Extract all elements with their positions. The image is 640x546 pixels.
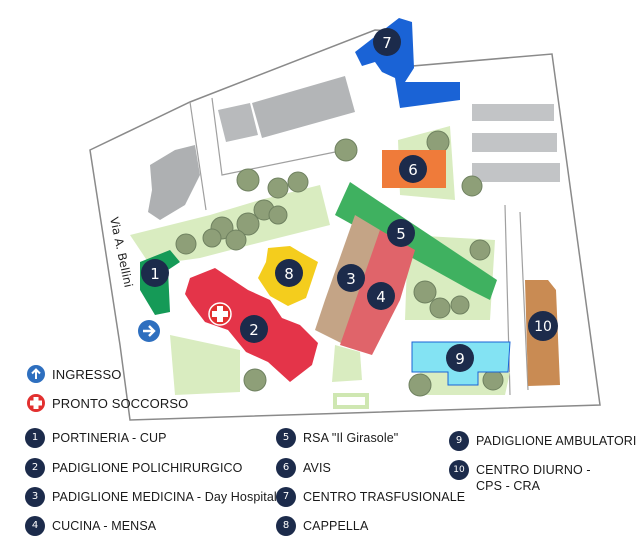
marker-1-number: 1 [150, 265, 160, 283]
legend-label-8: CAPPELLA [303, 519, 369, 533]
parking-row [472, 104, 554, 121]
trees [175, 130, 504, 397]
marker-2 [240, 315, 268, 343]
legend-label-2: PADIGLIONE POLICHIRURGICO [52, 461, 243, 475]
key-entrance-label: INGRESSO [52, 367, 122, 382]
marker-9 [446, 344, 474, 372]
key-emergency-label: PRONTO SOCCORSO [52, 396, 189, 411]
emergency-marker-on-map [208, 302, 232, 326]
entrance-marker-on-map[interactable] [138, 320, 160, 342]
marker-5 [387, 219, 415, 247]
legend-number-2: 2 [25, 458, 45, 478]
legend-number-4: 4 [25, 516, 45, 536]
legend-label-6: AVIS [303, 461, 331, 475]
marker-6-number: 6 [408, 161, 418, 179]
marker-3 [337, 264, 365, 292]
legend-label-10-line2: CPS - CRA [476, 479, 541, 493]
neighbouring-building [218, 103, 258, 142]
lawn-area [333, 393, 369, 409]
legend-number-3: 3 [25, 487, 45, 507]
marker-6 [399, 155, 427, 183]
legend-label-9: PADIGLIONE AMBULATORI [476, 434, 637, 448]
marker-5-number: 5 [396, 225, 406, 243]
arrow-up-icon [27, 365, 45, 383]
legend-number-10: 10 [449, 460, 469, 480]
legend-label-1: PORTINERIA - CUP [52, 431, 167, 445]
legend-number-9: 9 [449, 431, 469, 451]
marker-10 [528, 311, 558, 341]
building-number-markers: 7 6 5 3 4 8 2 1 9 10 [141, 28, 558, 372]
legend-label-3: PADIGLIONE MEDICINA - Day Hospital [52, 490, 277, 504]
legend-label-10: CENTRO DIURNO - [476, 463, 591, 477]
inner-path-line [189, 97, 529, 396]
legend-number-1: 1 [25, 428, 45, 448]
parking-row [472, 163, 560, 182]
marker-2-number: 2 [249, 321, 259, 339]
neighbouring-building [148, 145, 200, 220]
neighbouring-building [252, 76, 355, 138]
legend-label-4: CUCINA - MENSA [52, 519, 157, 533]
marker-1 [141, 259, 169, 287]
marker-3-number: 3 [346, 270, 356, 288]
marker-10-number: 10 [534, 319, 552, 335]
marker-4 [367, 282, 395, 310]
red-cross-icon [27, 394, 45, 412]
lawn-area [170, 335, 240, 395]
legend-number-5: 5 [276, 428, 296, 448]
marker-4-number: 4 [376, 288, 386, 306]
legend-number-8: 8 [276, 516, 296, 536]
marker-7 [373, 28, 401, 56]
marker-7-number: 7 [382, 34, 392, 52]
legend-label-7: CENTRO TRASFUSIONALE [303, 490, 466, 504]
legend-number-6: 6 [276, 458, 296, 478]
marker-8-number: 8 [284, 265, 294, 283]
lawn-area [332, 345, 362, 382]
parking-row [472, 133, 557, 152]
legend-number-7: 7 [276, 487, 296, 507]
marker-8 [275, 259, 303, 287]
building-5[interactable] [335, 182, 497, 300]
legend-label-5: RSA "Il Girasole" [303, 431, 399, 445]
marker-9-number: 9 [455, 350, 465, 368]
